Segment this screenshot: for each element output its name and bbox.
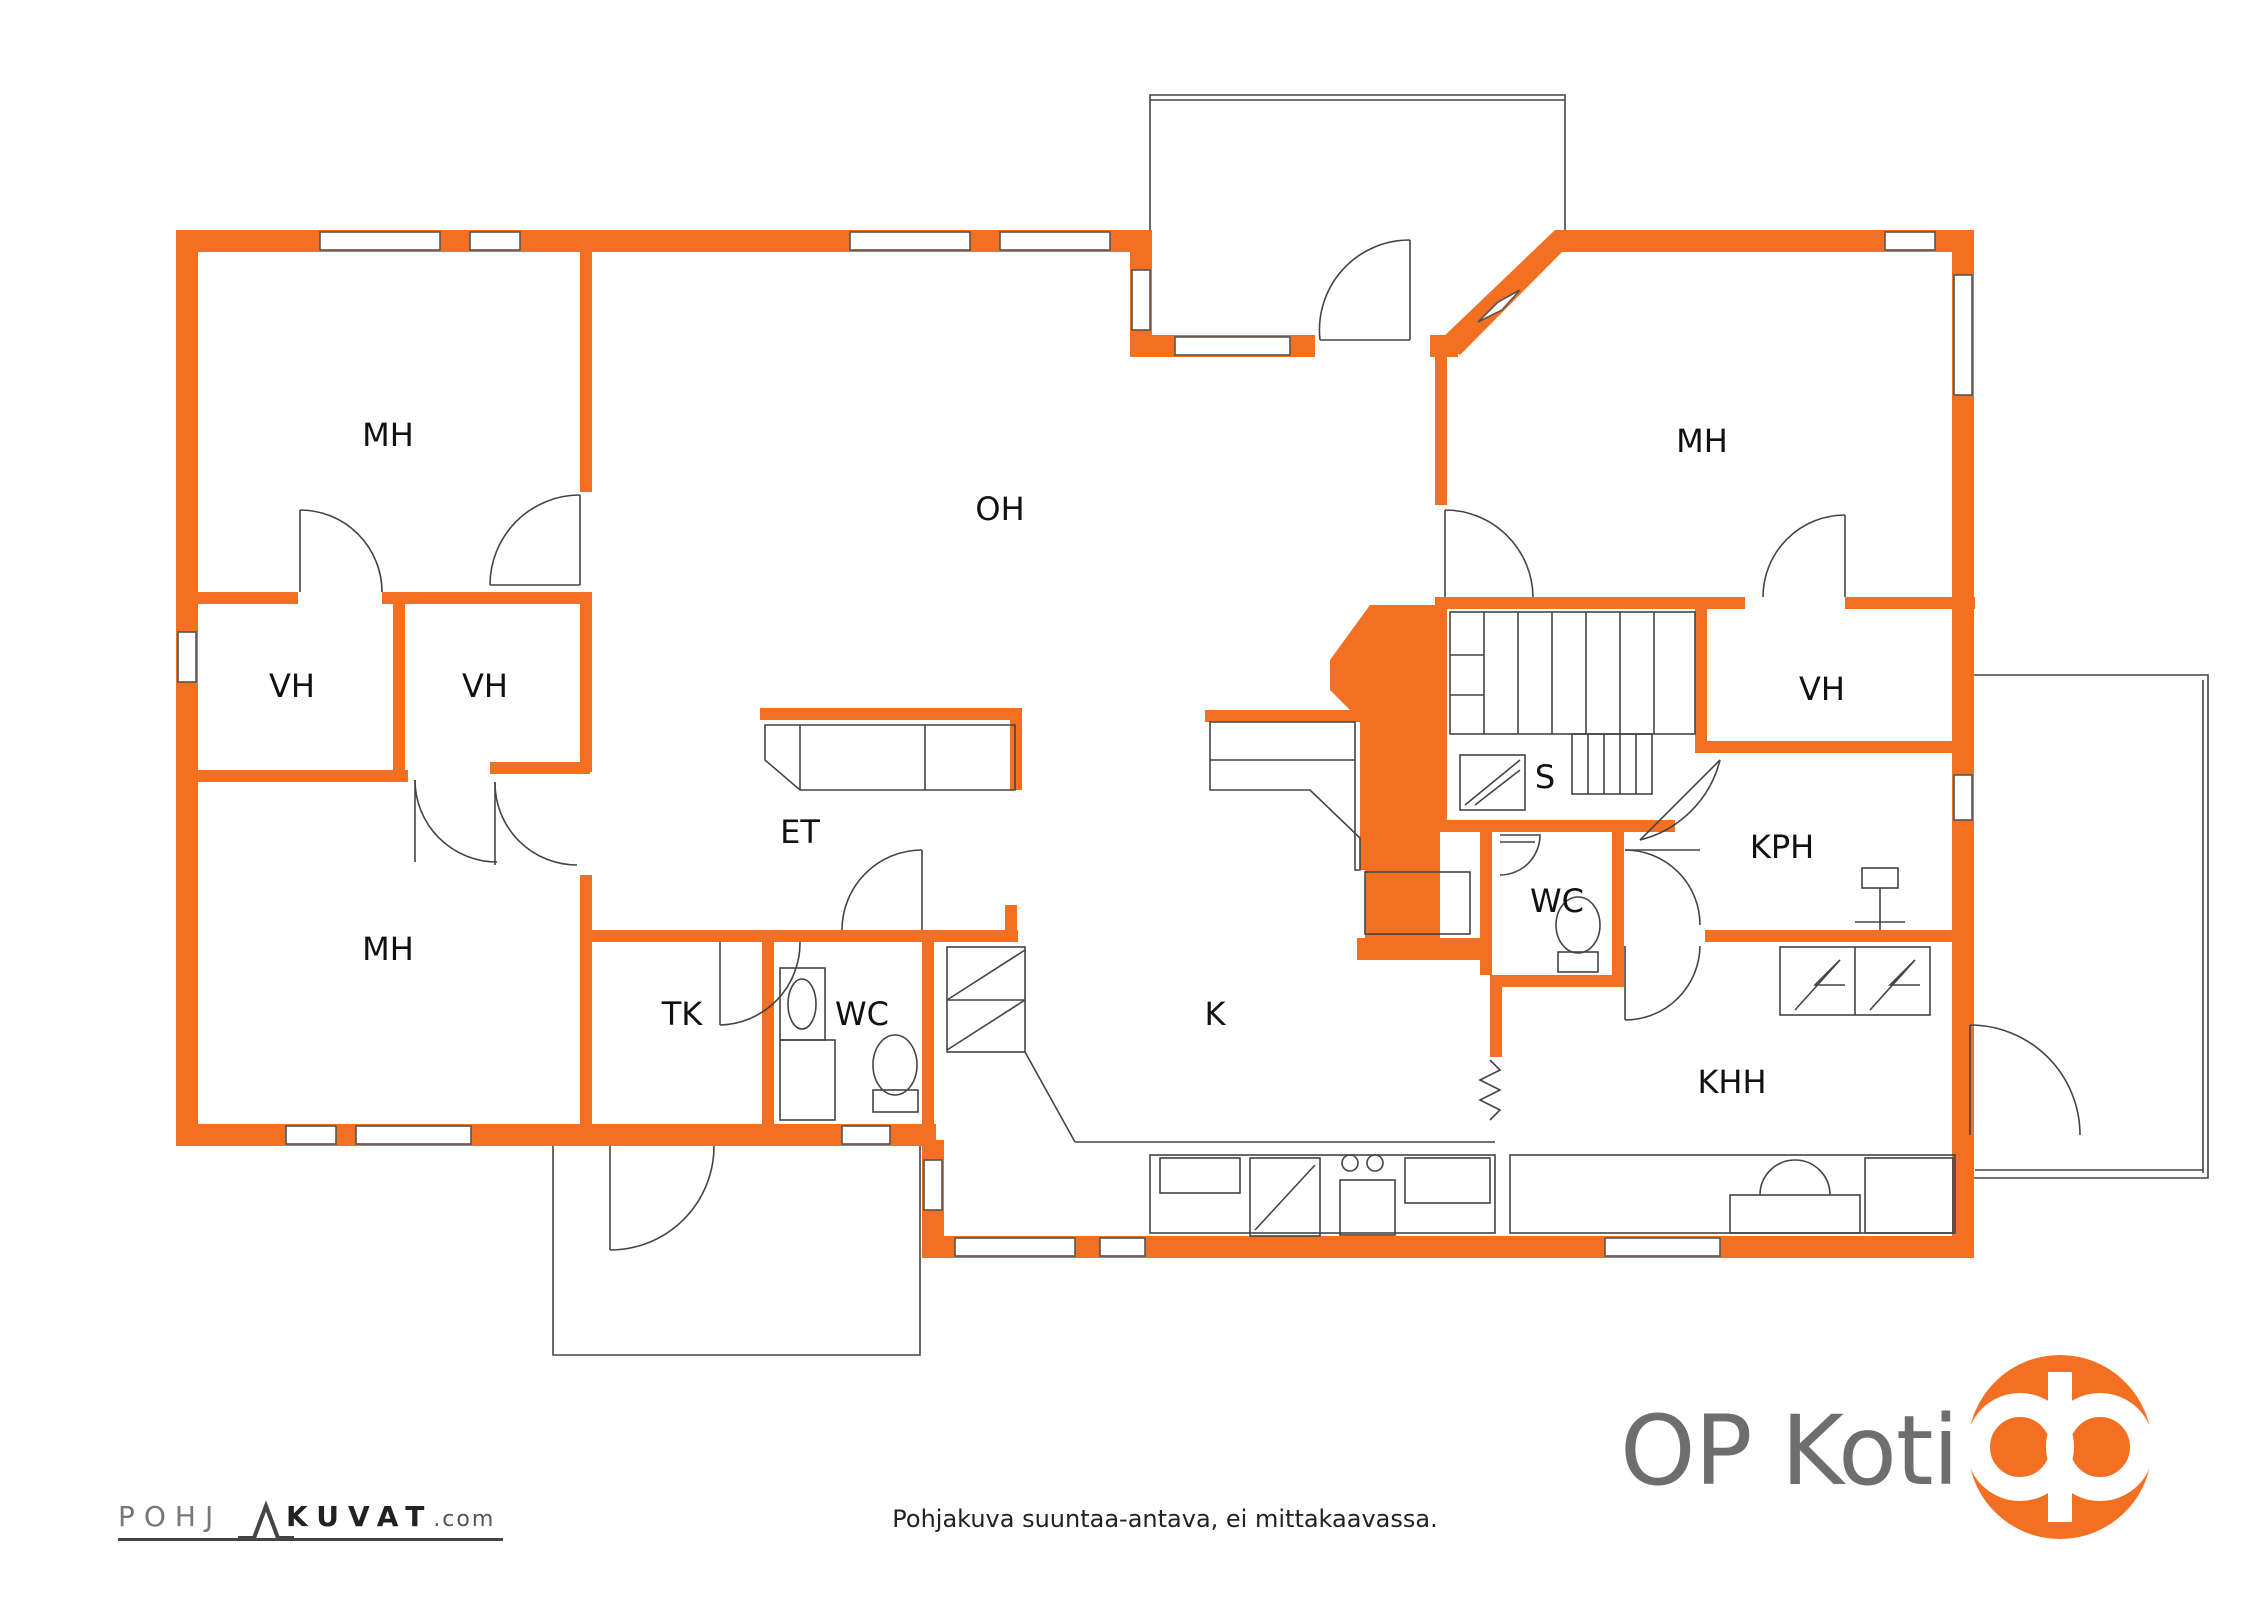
staircase bbox=[1449, 611, 1696, 811]
windows bbox=[177, 231, 1973, 1257]
doors bbox=[299, 239, 2081, 1251]
room-label-wc-2: WC bbox=[1530, 882, 1584, 920]
room-label-vh-1: VH bbox=[269, 667, 315, 705]
room-label-mh-3: MH bbox=[1676, 422, 1728, 460]
room-label-kph: KPH bbox=[1750, 828, 1814, 866]
pohjakuvat-logo-suffix: .com bbox=[433, 1507, 496, 1532]
pohjakuvat-logo: POHJ KUVAT.com bbox=[118, 1498, 518, 1546]
disclaimer-note: Pohjakuva suuntaa-antava, ei mittakaavas… bbox=[892, 1505, 1438, 1533]
room-label-mh-2: MH bbox=[362, 930, 414, 968]
room-label-et: ET bbox=[780, 813, 820, 851]
brand-name: OP Koti bbox=[1620, 1395, 1959, 1507]
room-label-khh: KHH bbox=[1697, 1063, 1766, 1101]
room-label-s: S bbox=[1535, 758, 1555, 796]
pohjakuvat-underline bbox=[118, 1538, 503, 1541]
interior-walls bbox=[198, 252, 1975, 1135]
op-logo-icon bbox=[1966, 1355, 2154, 1539]
pohjakuvat-logo-left: POHJ bbox=[118, 1500, 223, 1533]
room-label-wc-1: WC bbox=[835, 995, 889, 1033]
room-label-vh-3: VH bbox=[1799, 670, 1845, 708]
room-labels: MH VH VH MH OH ET TK WC K MH VH S WC KPH… bbox=[269, 416, 1845, 1101]
room-label-vh-2: VH bbox=[462, 667, 508, 705]
room-label-tk: TK bbox=[661, 995, 704, 1033]
room-label-oh: OH bbox=[975, 490, 1024, 528]
pohjakuvat-logo-right: KUVAT bbox=[286, 1500, 434, 1533]
fixtures bbox=[764, 721, 1956, 1237]
room-label-k: K bbox=[1205, 995, 1227, 1033]
room-label-mh-1: MH bbox=[362, 416, 414, 454]
terrace-lines bbox=[552, 94, 2209, 1356]
